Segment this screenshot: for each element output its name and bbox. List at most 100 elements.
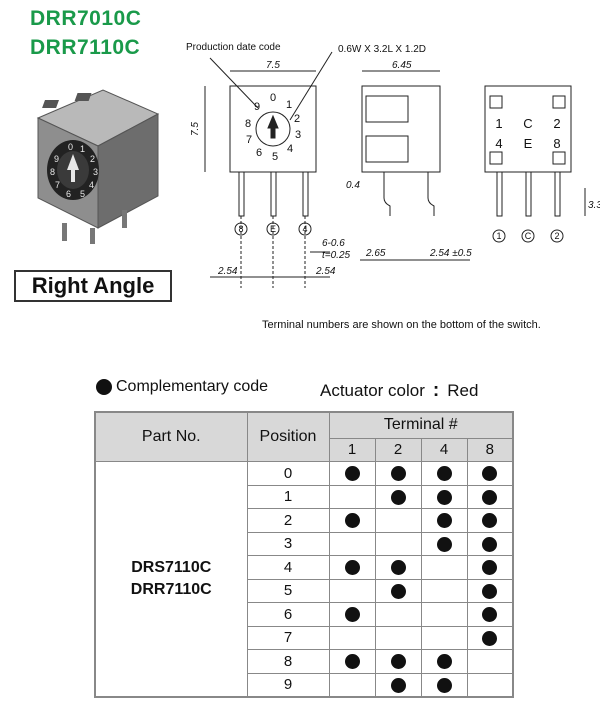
terminal-cell [420,578,468,603]
filled-dot-icon [482,560,498,576]
filled-dot-icon [344,654,360,670]
terminal-cell [420,672,468,698]
svg-text:3: 3 [93,167,98,177]
back-terminal-label: 1 [496,231,501,241]
terminal-cell [420,461,468,486]
terminal-cell [374,672,422,698]
svg-text:4: 4 [89,180,94,190]
back-label: 4 [495,136,502,151]
back-label: E [524,136,533,151]
filled-dot-icon [390,677,406,693]
dim-pin-thickness: t=0.25 [322,250,351,261]
terminal-cell [374,649,422,674]
terminal-cell [466,578,514,603]
dial-digit: 9 [254,101,260,113]
svg-text:6: 6 [66,189,71,199]
filled-dot-icon [344,466,360,482]
header-position: Position [246,411,330,462]
orientation-label: Right Angle [14,270,172,302]
position-cell: 2 [246,508,330,533]
filled-dot-icon [96,379,112,395]
terminal-cell [420,649,468,674]
dim-height: 7.5 [190,122,201,136]
filled-dot-icon [436,466,452,482]
part-number-2: DRR7110C [30,36,141,59]
terminal-cell [328,461,376,486]
terminal-cell [374,578,422,603]
terminal-cell [420,602,468,627]
back-terminal-label: 2 [554,231,559,241]
filled-dot-icon [436,489,452,505]
terminal-cell [420,508,468,533]
terminal-cell [374,531,422,556]
dial-digit: 3 [295,129,301,141]
filled-dot-icon [390,583,406,599]
filled-dot-icon [436,654,452,670]
dial-digit: 4 [287,143,293,155]
actuator-color: Actuator color:Red [320,380,478,402]
position-cell: 1 [246,484,330,509]
terminal-cell [466,602,514,627]
code-table: Part No. Position Terminal # 1 2 4 8 DRS… [94,411,514,698]
terminal-header: 2 [374,437,422,463]
position-cell: 4 [246,555,330,580]
position-cell: 8 [246,649,330,674]
filled-dot-icon [482,513,498,529]
terminal-cell [420,484,468,509]
back-label: 8 [553,136,560,151]
legend: Complementary code [96,378,268,396]
position-cell: 9 [246,672,330,698]
terminal-cell [466,672,514,698]
dial-digit: 2 [294,113,300,125]
filled-dot-icon [344,560,360,576]
terminal-cell [374,602,422,627]
position-cell: 7 [246,625,330,650]
position-cell: 3 [246,531,330,556]
terminal-cell [420,531,468,556]
front-terminal-label: 8 [238,224,243,234]
filled-dot-icon [482,607,498,623]
window-callout: 0.6W X 3.2L X 1.2D [338,44,426,55]
filled-dot-icon [482,489,498,505]
dim-pin-width: 6-0.6 [322,238,345,249]
table-row: 4 [95,555,514,580]
table-row: 1 [95,484,514,509]
terminal-cell [328,649,376,674]
filled-dot-icon [390,560,406,576]
terminal-cell [466,555,514,580]
dim-pitch-left: 2.54 [217,266,238,277]
technical-drawing: Production date code 0.6W X 3.2L X 1.2D … [186,42,600,288]
filled-dot-icon [390,654,406,670]
dim-depth: 6.45 [392,60,412,71]
filled-dot-icon [482,466,498,482]
terminal-cell [466,531,514,556]
svg-text:9: 9 [54,154,59,164]
svg-text:1: 1 [80,144,85,154]
back-label: C [523,116,532,131]
terminal-cell [328,625,376,650]
svg-text:8: 8 [50,167,55,177]
terminal-cell [328,508,376,533]
table-row: 6 [95,602,514,627]
filled-dot-icon [482,583,498,599]
terminal-cell [374,508,422,533]
table-row: 7 [95,625,514,650]
terminal-cell [328,531,376,556]
filled-dot-icon [390,489,406,505]
back-label: 1 [495,116,502,131]
dim-pitch-right: 2.54 [315,266,336,277]
terminal-cell [328,602,376,627]
header-terminal: Terminal # [328,411,514,439]
filled-dot-icon [344,607,360,623]
dial-digit: 1 [286,99,292,111]
front-terminal-label: E [270,224,276,234]
legend-text: Complementary code [116,378,269,395]
dial-digit: 7 [246,134,252,146]
terminal-cell [328,555,376,580]
terminal-cell [328,484,376,509]
terminal-cell [466,508,514,533]
terminal-cell [466,649,514,674]
